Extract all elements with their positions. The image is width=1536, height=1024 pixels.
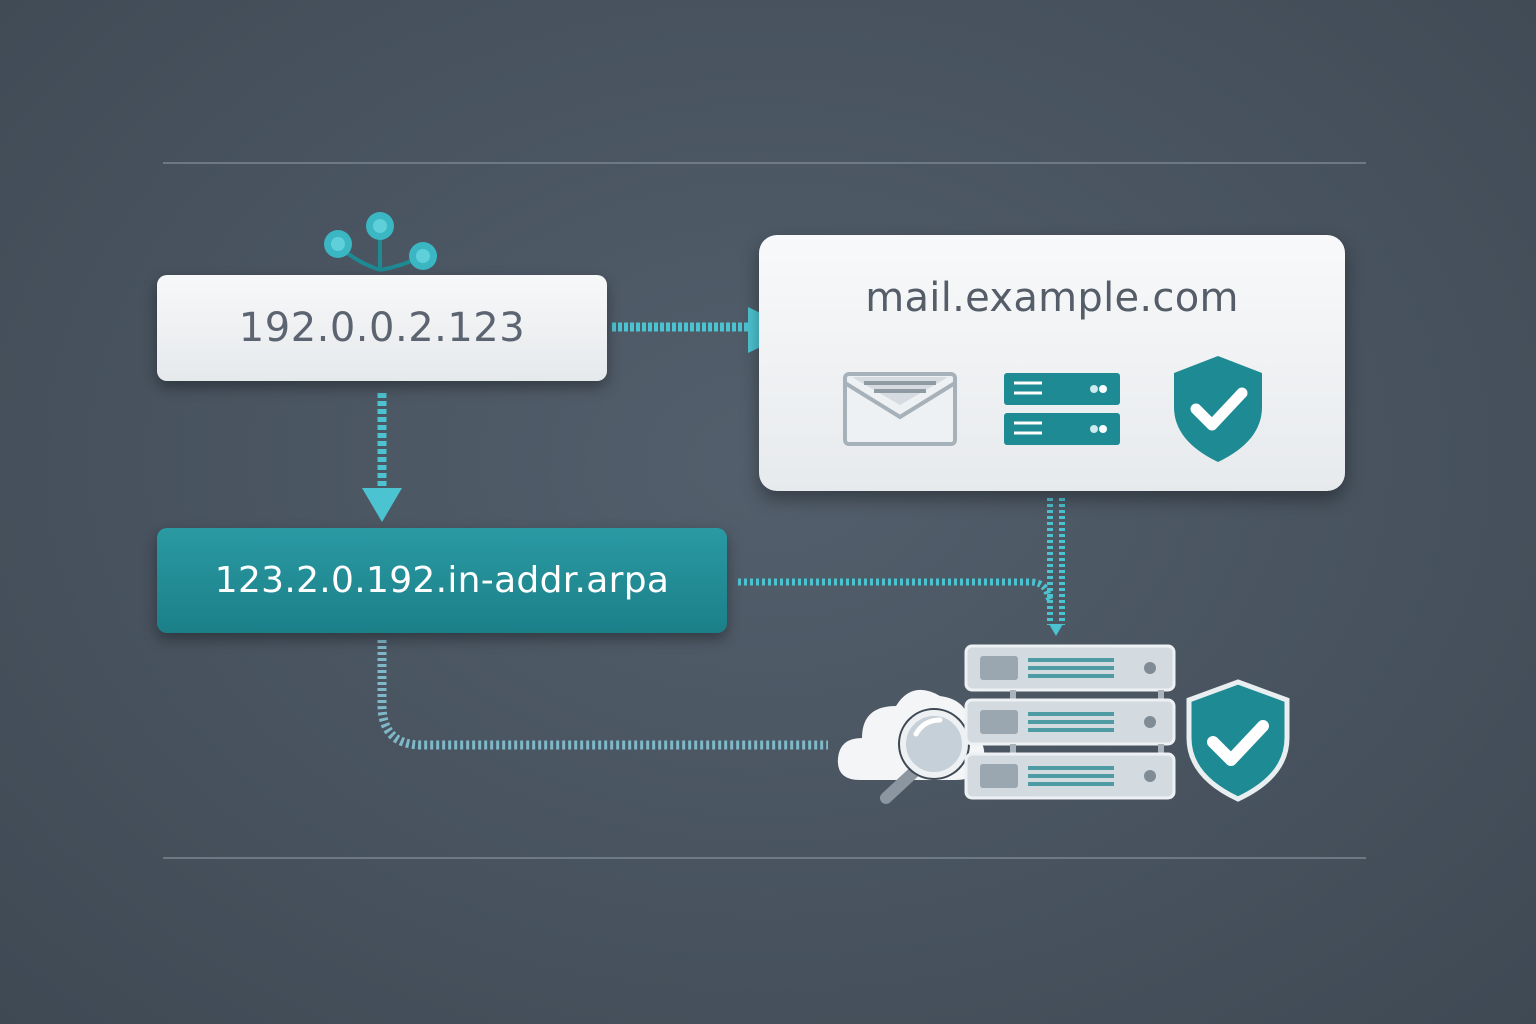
reverse-zone-box: 123.2.0.192.in-addr.arpa bbox=[157, 528, 727, 633]
ip-address-label: 192.0.0.2.123 bbox=[238, 305, 526, 351]
hostname-card: mail.example.com bbox=[759, 235, 1345, 491]
hostname-label: mail.example.com bbox=[865, 275, 1239, 321]
server-icon bbox=[1004, 373, 1120, 445]
envelope-icon bbox=[843, 372, 957, 446]
divider-top bbox=[163, 162, 1366, 164]
cloud-search-icon bbox=[837, 689, 985, 804]
shield-check-icon bbox=[1174, 356, 1262, 462]
verified-shield-icon bbox=[1186, 679, 1290, 802]
reverse-zone-label: 123.2.0.192.in-addr.arpa bbox=[214, 560, 670, 601]
reverse-arrow bbox=[362, 393, 402, 522]
network-nodes-icon bbox=[324, 212, 437, 272]
divider-bottom bbox=[163, 857, 1366, 859]
zone-to-lookup-dots bbox=[377, 640, 828, 750]
server-stack-icon bbox=[964, 644, 1176, 800]
host-to-server-dots bbox=[1047, 498, 1065, 636]
ip-address-box: 192.0.0.2.123 bbox=[157, 275, 607, 381]
zone-to-server-dots bbox=[738, 578, 1054, 602]
